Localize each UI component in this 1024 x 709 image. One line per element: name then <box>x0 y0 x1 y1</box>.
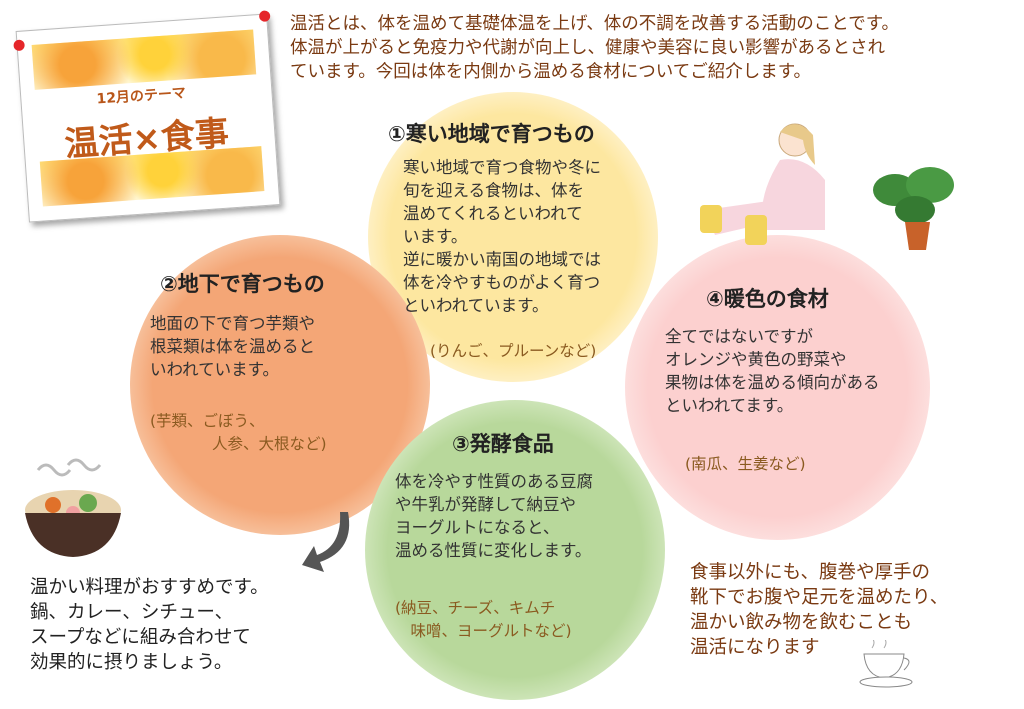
section-examples-underground: (芋類、ごぼう、 人参、大根など) <box>150 412 327 453</box>
pin-icon <box>13 39 25 52</box>
section-body-fermented: 体を冷やす性質のある豆腐 や牛乳が発酵して納豆や ヨーグルトになると、 温める性… <box>395 472 593 560</box>
section-body-warm-color: 全てではないですが オレンジや黄色の野菜や 果物は体を温める傾向がある といわれ… <box>665 327 880 415</box>
other-tips-text: 食事以外にも、腹巻や厚手の 靴下でお腹や足元を温めたり、 温かい飲み物を飲むこと… <box>690 562 949 658</box>
recommendation-text: 温かい料理がおすすめです。 鍋、カレー、シチュー、 スープなどに組み合わせて 効… <box>30 577 269 673</box>
coffee-cup-icon <box>859 640 913 688</box>
section-examples-cold-region: (りんご、プルーンなど) <box>430 342 597 360</box>
section-body-underground: 地面の下で育つ芋類や 根菜類は体を温めると いわれています。 <box>150 314 315 379</box>
section-title-warm-color: ④暖色の食材 <box>706 287 829 311</box>
arrow-icon <box>302 512 350 572</box>
plant-illustration <box>873 167 954 250</box>
theme-month-label: 12月のテーマ <box>96 85 187 108</box>
pin-icon <box>258 10 271 22</box>
circle-warm-color <box>625 235 930 540</box>
theme-card: 12月のテーマ 温活×食事 <box>13 10 281 223</box>
circle-fermented <box>365 400 665 700</box>
section-title-fermented: ③発酵食品 <box>452 432 554 456</box>
section-examples-warm-color: (南瓜、生姜など) <box>685 455 806 473</box>
intro-text: 温活とは、体を温めて基礎体温を上げ、体の不調を改善する活動のことです。 体温が上… <box>290 14 899 82</box>
hot-pot-illustration <box>25 458 121 557</box>
section-examples-fermented: (納豆、チーズ、キムチ 味噌、ヨーグルトなど) <box>395 599 572 640</box>
bokeh-decoration <box>31 29 257 90</box>
section-title-underground: ②地下で育つもの <box>160 272 325 296</box>
section-body-cold-region: 寒い地域で育つ食物や冬に 旬を迎える食物は、体を 温めてくれるといわれて います… <box>403 158 601 315</box>
section-title-cold-region: ①寒い地域で育つもの <box>388 122 595 146</box>
woman-warming-feet-illustration <box>700 123 825 245</box>
